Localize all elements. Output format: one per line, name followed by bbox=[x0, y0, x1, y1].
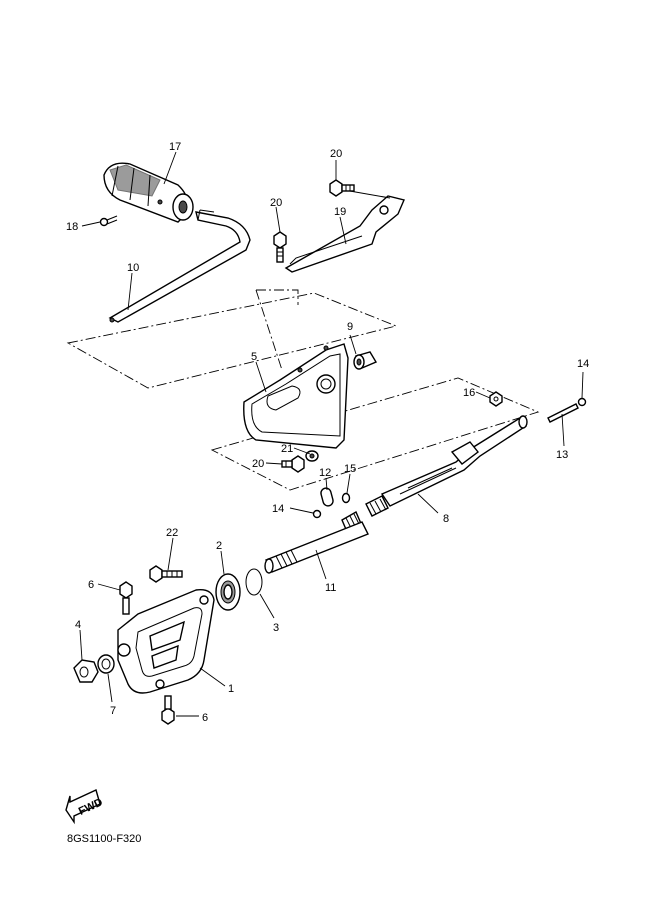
callout-16: 16 bbox=[463, 387, 475, 399]
part-19-bracket bbox=[284, 189, 405, 273]
part-14-clip-left bbox=[312, 509, 322, 519]
part-3-circlip bbox=[245, 568, 263, 596]
part-6-bolt-lower bbox=[161, 695, 175, 725]
part-20-bolt-left bbox=[273, 231, 287, 263]
part-17-grip bbox=[103, 162, 194, 223]
callout-2: 2 bbox=[216, 540, 222, 552]
part-14-clip-right bbox=[577, 397, 587, 407]
callout-6-lower: 6 bbox=[202, 712, 208, 724]
part-5-housing bbox=[243, 343, 349, 449]
part-8-shaft bbox=[365, 415, 528, 517]
part-15-washer bbox=[341, 492, 351, 504]
callout-14-right: 14 bbox=[577, 358, 589, 370]
callout-7: 7 bbox=[110, 705, 116, 717]
diagram-code: 8GS1100-F320 bbox=[67, 833, 141, 845]
callout-3: 3 bbox=[273, 622, 279, 634]
callout-20-lower: 20 bbox=[252, 458, 264, 470]
callout-18: 18 bbox=[66, 221, 78, 233]
part-1-bracket bbox=[117, 589, 215, 694]
part-21-washer bbox=[305, 450, 319, 462]
fwd-arrow-icon: FWD bbox=[65, 789, 105, 825]
callout-22: 22 bbox=[166, 527, 178, 539]
callout-labels: 17 18 10 20 20 19 9 5 21 20 14 16 13 12 … bbox=[66, 141, 589, 724]
callout-10: 10 bbox=[127, 262, 139, 274]
part-11-tube bbox=[264, 521, 369, 574]
callout-9: 9 bbox=[347, 321, 353, 333]
callout-8: 8 bbox=[443, 513, 449, 525]
part-22-bolt bbox=[149, 565, 183, 583]
leader-lines bbox=[79, 151, 584, 717]
callout-17: 17 bbox=[169, 141, 181, 153]
callout-1: 1 bbox=[228, 683, 234, 695]
callout-5: 5 bbox=[251, 351, 257, 363]
callout-12: 12 bbox=[319, 467, 331, 479]
part-6-bolt-upper bbox=[119, 581, 133, 615]
callout-21: 21 bbox=[281, 443, 293, 455]
part-20-bolt-top bbox=[329, 179, 355, 197]
part-13-pin bbox=[547, 403, 579, 423]
part-9-collar bbox=[353, 351, 378, 370]
part-12-pin bbox=[320, 487, 334, 507]
part-20-bolt-lower bbox=[281, 455, 305, 473]
part-2-bearing bbox=[215, 573, 241, 611]
part-7-washer bbox=[97, 654, 115, 674]
part-10-lever-rod bbox=[108, 209, 251, 323]
callout-13: 13 bbox=[556, 449, 568, 461]
part-18-screw bbox=[99, 215, 118, 227]
callout-20-left: 20 bbox=[270, 197, 282, 209]
callout-20-top: 20 bbox=[330, 148, 342, 160]
callout-11: 11 bbox=[325, 582, 336, 594]
part-16-nut bbox=[489, 391, 503, 407]
callout-6-upper: 6 bbox=[88, 579, 94, 591]
part-4-nut bbox=[73, 659, 99, 683]
callout-14-left: 14 bbox=[272, 503, 284, 515]
callout-15: 15 bbox=[344, 463, 356, 475]
callout-4: 4 bbox=[75, 619, 81, 631]
callout-19: 19 bbox=[334, 206, 346, 218]
